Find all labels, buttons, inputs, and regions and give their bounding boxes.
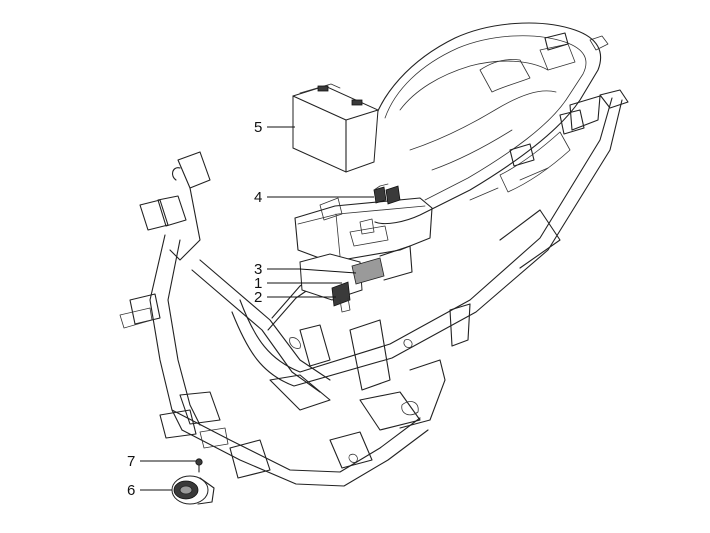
callout-3: 3 <box>254 261 262 278</box>
callout-4: 4 <box>254 189 262 206</box>
relay-pair <box>373 183 401 205</box>
callout-7: 7 <box>127 453 135 470</box>
horn <box>171 475 215 505</box>
callout-leaders <box>140 126 374 491</box>
helmet-compartment-tub <box>371 22 609 225</box>
battery <box>292 83 379 173</box>
scooter-frame <box>119 89 629 487</box>
horn-screw <box>195 458 203 473</box>
callout-labels: 1 2 3 4 5 6 7 <box>127 119 262 499</box>
callout-1: 1 <box>254 275 262 292</box>
callout-5: 5 <box>254 119 262 136</box>
callout-2: 2 <box>254 289 262 306</box>
fuse-holder-assembly <box>299 245 413 313</box>
callout-6: 6 <box>127 482 135 499</box>
battery-tray <box>294 197 433 263</box>
